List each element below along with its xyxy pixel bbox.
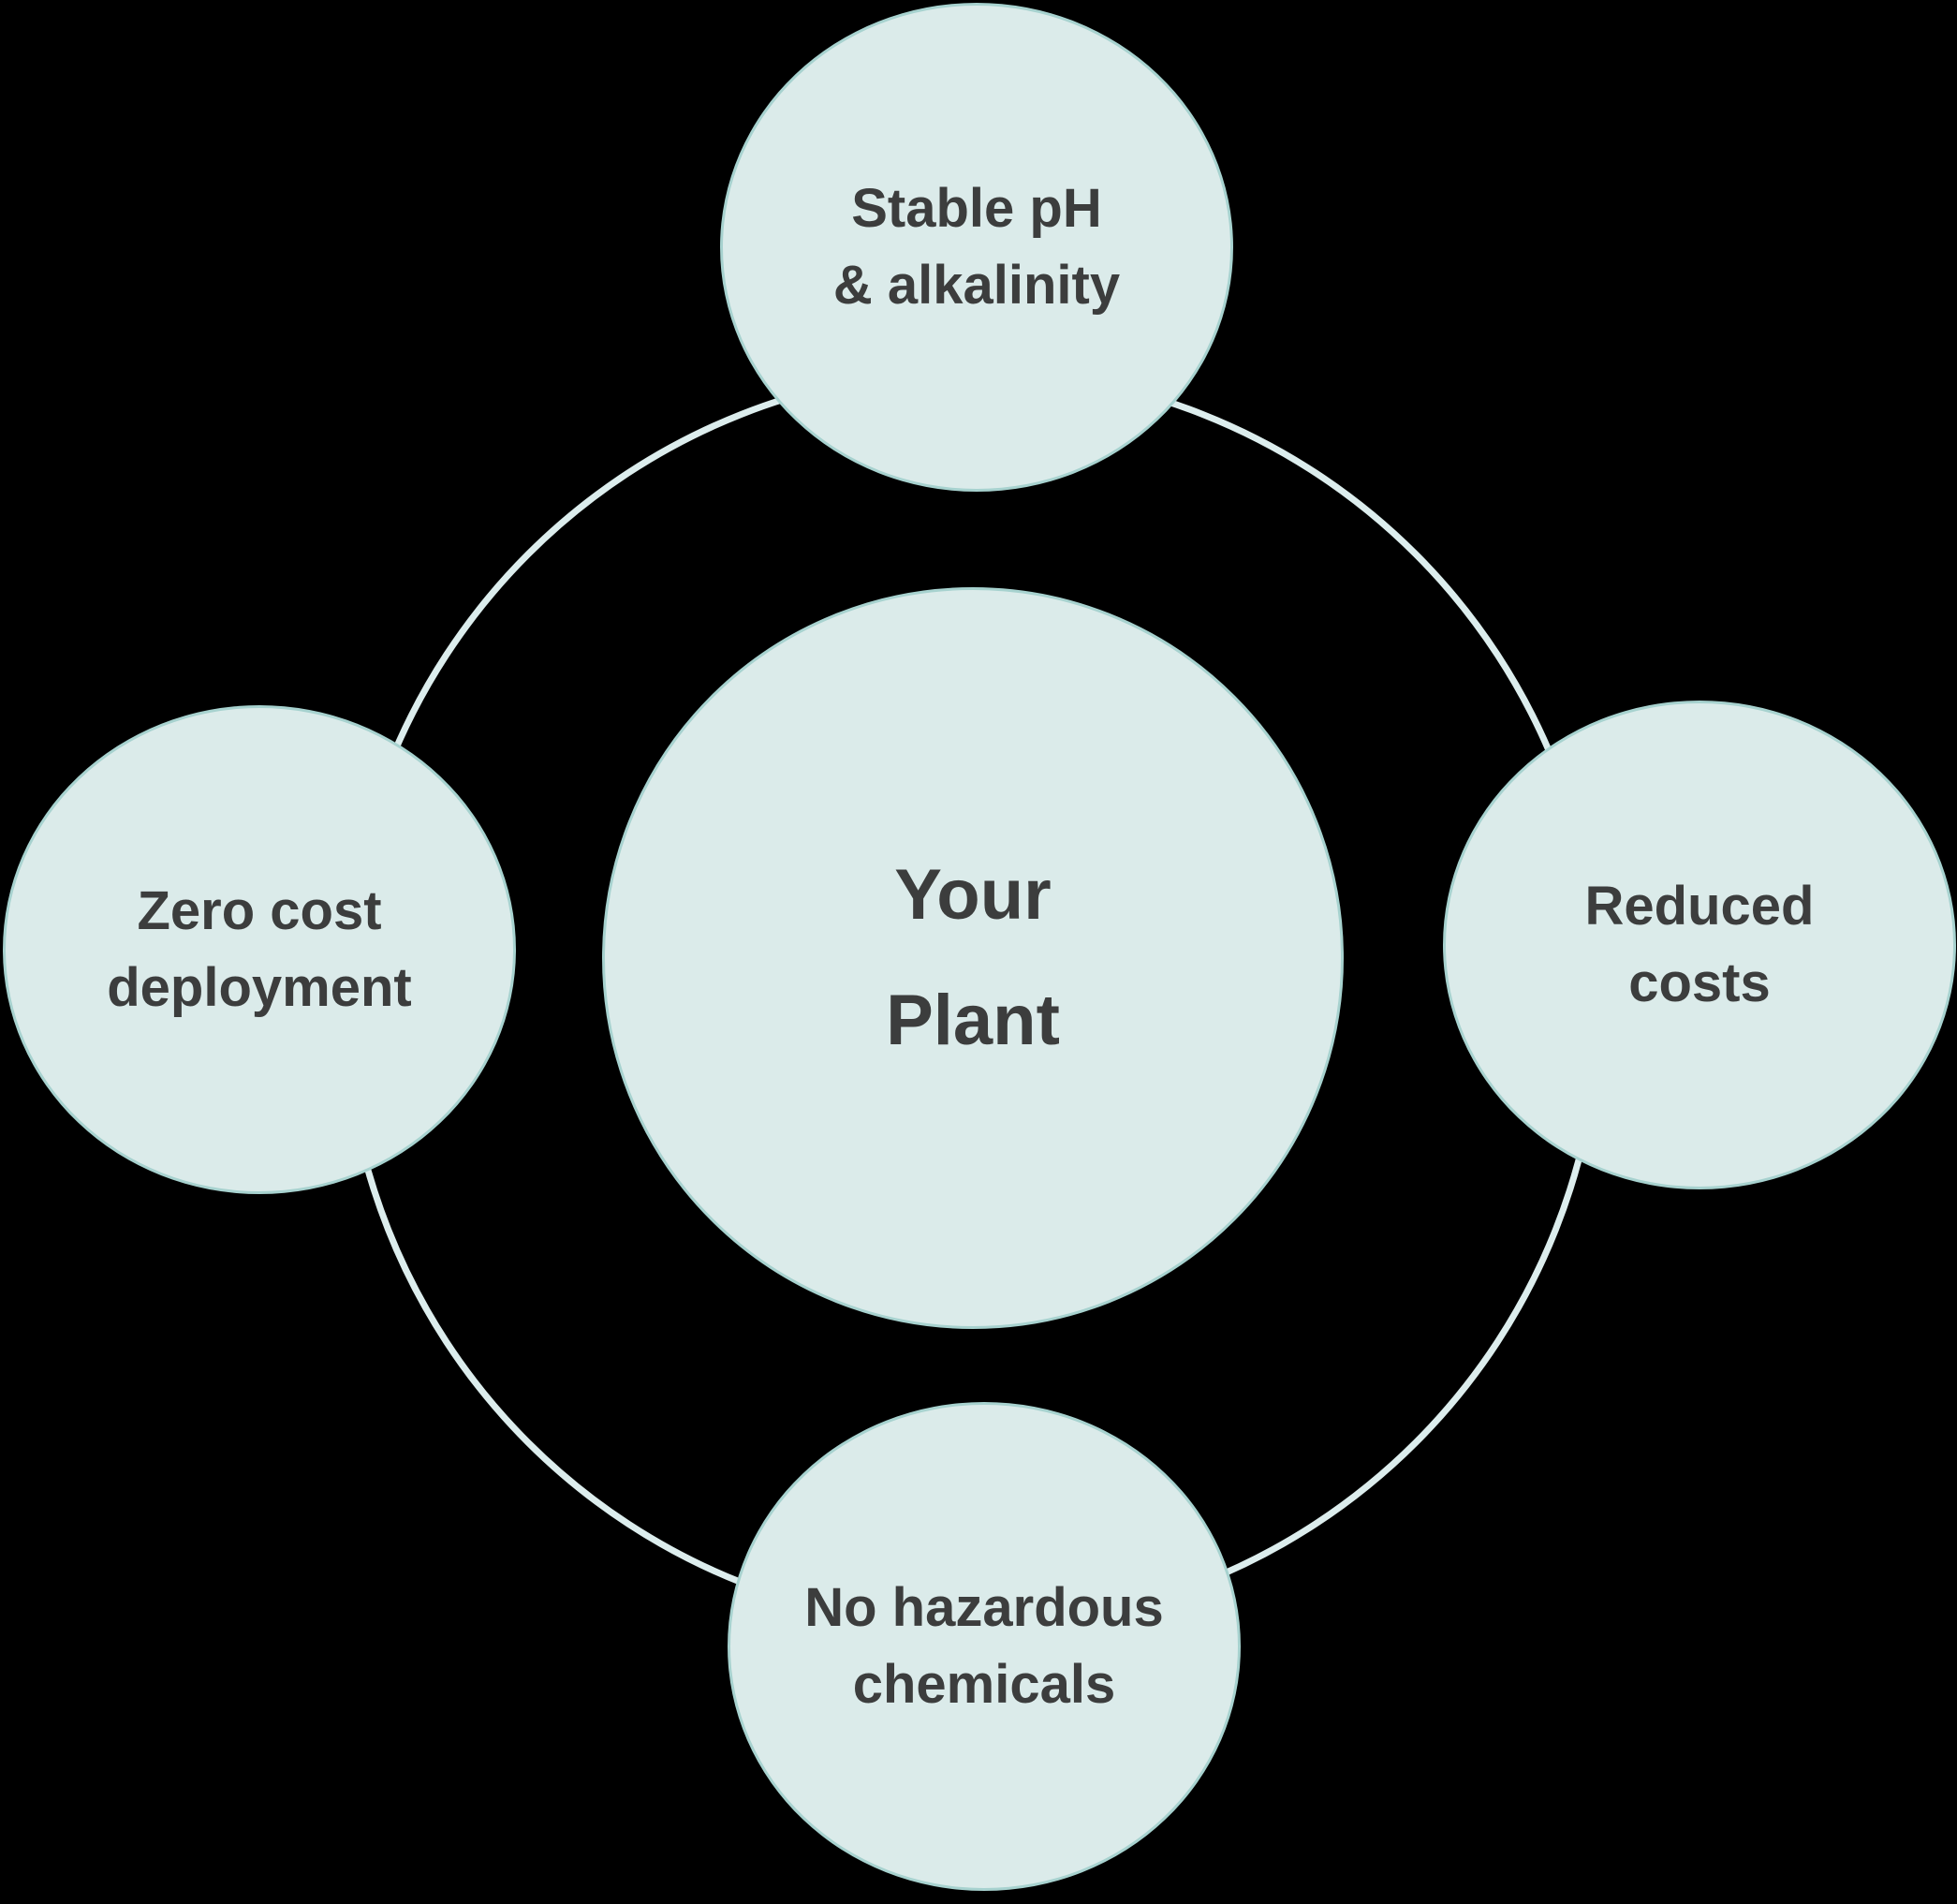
node-no-hazardous-label-line2: chemicals bbox=[852, 1654, 1116, 1715]
node-zero-cost-deployment: Zero cost deployment bbox=[3, 705, 516, 1194]
node-your-plant-label-line2: Plant bbox=[886, 981, 1060, 1060]
node-your-plant: Your Plant bbox=[602, 587, 1344, 1329]
node-stable-ph-alkalinity: Stable pH & alkalinity bbox=[720, 3, 1233, 492]
node-zero-cost-label-line2: deployment bbox=[107, 957, 412, 1018]
node-reduced-costs-label-line2: costs bbox=[1628, 952, 1771, 1013]
node-reduced-costs: Reduced costs bbox=[1443, 701, 1956, 1189]
node-reduced-costs-label-line1: Reduced bbox=[1584, 876, 1815, 937]
node-no-hazardous-label-line1: No hazardous bbox=[804, 1577, 1164, 1638]
node-zero-cost-label-line1: Zero cost bbox=[137, 880, 382, 941]
node-your-plant-label-line1: Your bbox=[894, 855, 1052, 935]
node-stable-ph-label-line2: & alkalinity bbox=[832, 255, 1121, 316]
node-stable-ph-label-line1: Stable pH bbox=[851, 178, 1102, 239]
node-no-hazardous-chemicals: No hazardous chemicals bbox=[728, 1402, 1241, 1891]
